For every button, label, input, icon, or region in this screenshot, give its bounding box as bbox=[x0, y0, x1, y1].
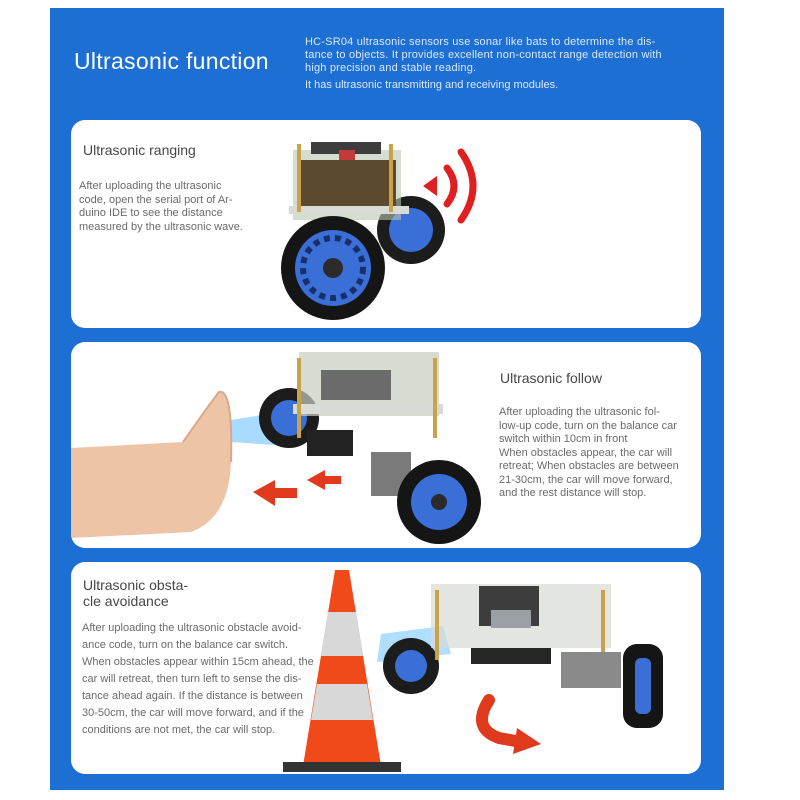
text-line: After uploading the ultrasonic fol- bbox=[499, 406, 660, 418]
section-obstacle-avoidance: Ultrasonic obsta- cle avoidance After up… bbox=[71, 562, 701, 774]
follow-car-illustration bbox=[71, 352, 481, 544]
text-line: low-up code, turn on the balance car bbox=[499, 419, 677, 432]
text-line: duino IDE to see the distance bbox=[79, 207, 223, 219]
text-line: After uploading the ultrasonic bbox=[79, 180, 222, 192]
intro-extra-text: It has ultrasonic transmitting and recei… bbox=[305, 79, 559, 91]
text-line: After uploading the ultrasonic obstacle … bbox=[82, 622, 302, 634]
text-line: When obstacles appear within 15cm ahead,… bbox=[82, 656, 314, 668]
intro-line: HC-SR04 ultrasonic sensors use sonar lik… bbox=[305, 36, 656, 48]
text-line: retreat; When obstacles are between bbox=[499, 460, 679, 472]
text-line: ance code, turn on the balance car switc… bbox=[82, 639, 289, 651]
heading-line: Ultrasonic obsta- bbox=[83, 577, 189, 593]
intro-line: high precision and stable reading. bbox=[305, 62, 477, 74]
curved-arrow-icon bbox=[476, 694, 527, 748]
section-heading: Ultrasonic ranging bbox=[83, 142, 196, 158]
text-line: car will retreat, then turn left to sens… bbox=[82, 673, 302, 685]
section-heading: Ultrasonic obsta- cle avoidance bbox=[83, 577, 188, 609]
text-line: conditions are not met, the car will sto… bbox=[82, 724, 276, 736]
signal-icon bbox=[423, 176, 437, 196]
text-line: switch within 10cm in front bbox=[499, 433, 628, 445]
text-line: tance ahead again. If the distance is be… bbox=[82, 690, 303, 702]
text-line: 21-30cm, the car will move forward, bbox=[499, 473, 673, 486]
traffic-cone-icon bbox=[303, 570, 381, 766]
text-line: measured by the ultrasonic wave. bbox=[79, 220, 243, 233]
text-line: 30-50cm, the car will move forward, and … bbox=[82, 707, 304, 719]
heading-line: cle avoidance bbox=[83, 593, 169, 609]
section-text: After uploading the ultrasonic fol- low-… bbox=[499, 406, 679, 501]
avoidance-car-illustration bbox=[283, 570, 663, 772]
ranging-car-illustration bbox=[281, 142, 477, 320]
section-ultrasonic-ranging: Ultrasonic ranging After uploading the u… bbox=[71, 120, 701, 328]
intro-line: tance to objects. It provides excellent … bbox=[305, 49, 662, 61]
page-title: Ultrasonic function bbox=[74, 48, 269, 74]
section-text: After uploading the ultrasonic obstacle … bbox=[82, 620, 314, 739]
intro-text: HC-SR04 ultrasonic sensors use sonar lik… bbox=[305, 36, 725, 75]
section-heading: Ultrasonic follow bbox=[500, 370, 602, 386]
text-line: When obstacles appear, the car will bbox=[499, 446, 673, 459]
text-line: code, open the serial port of Ar- bbox=[79, 193, 233, 206]
arrow-left-icon bbox=[253, 480, 297, 506]
arrow-left-icon bbox=[307, 470, 341, 490]
text-line: and the rest distance will stop. bbox=[499, 487, 647, 499]
section-ultrasonic-follow: Ultrasonic follow After uploading the ul… bbox=[71, 342, 701, 548]
section-text: After uploading the ultrasonic code, ope… bbox=[79, 180, 243, 234]
hand-icon bbox=[71, 391, 232, 538]
